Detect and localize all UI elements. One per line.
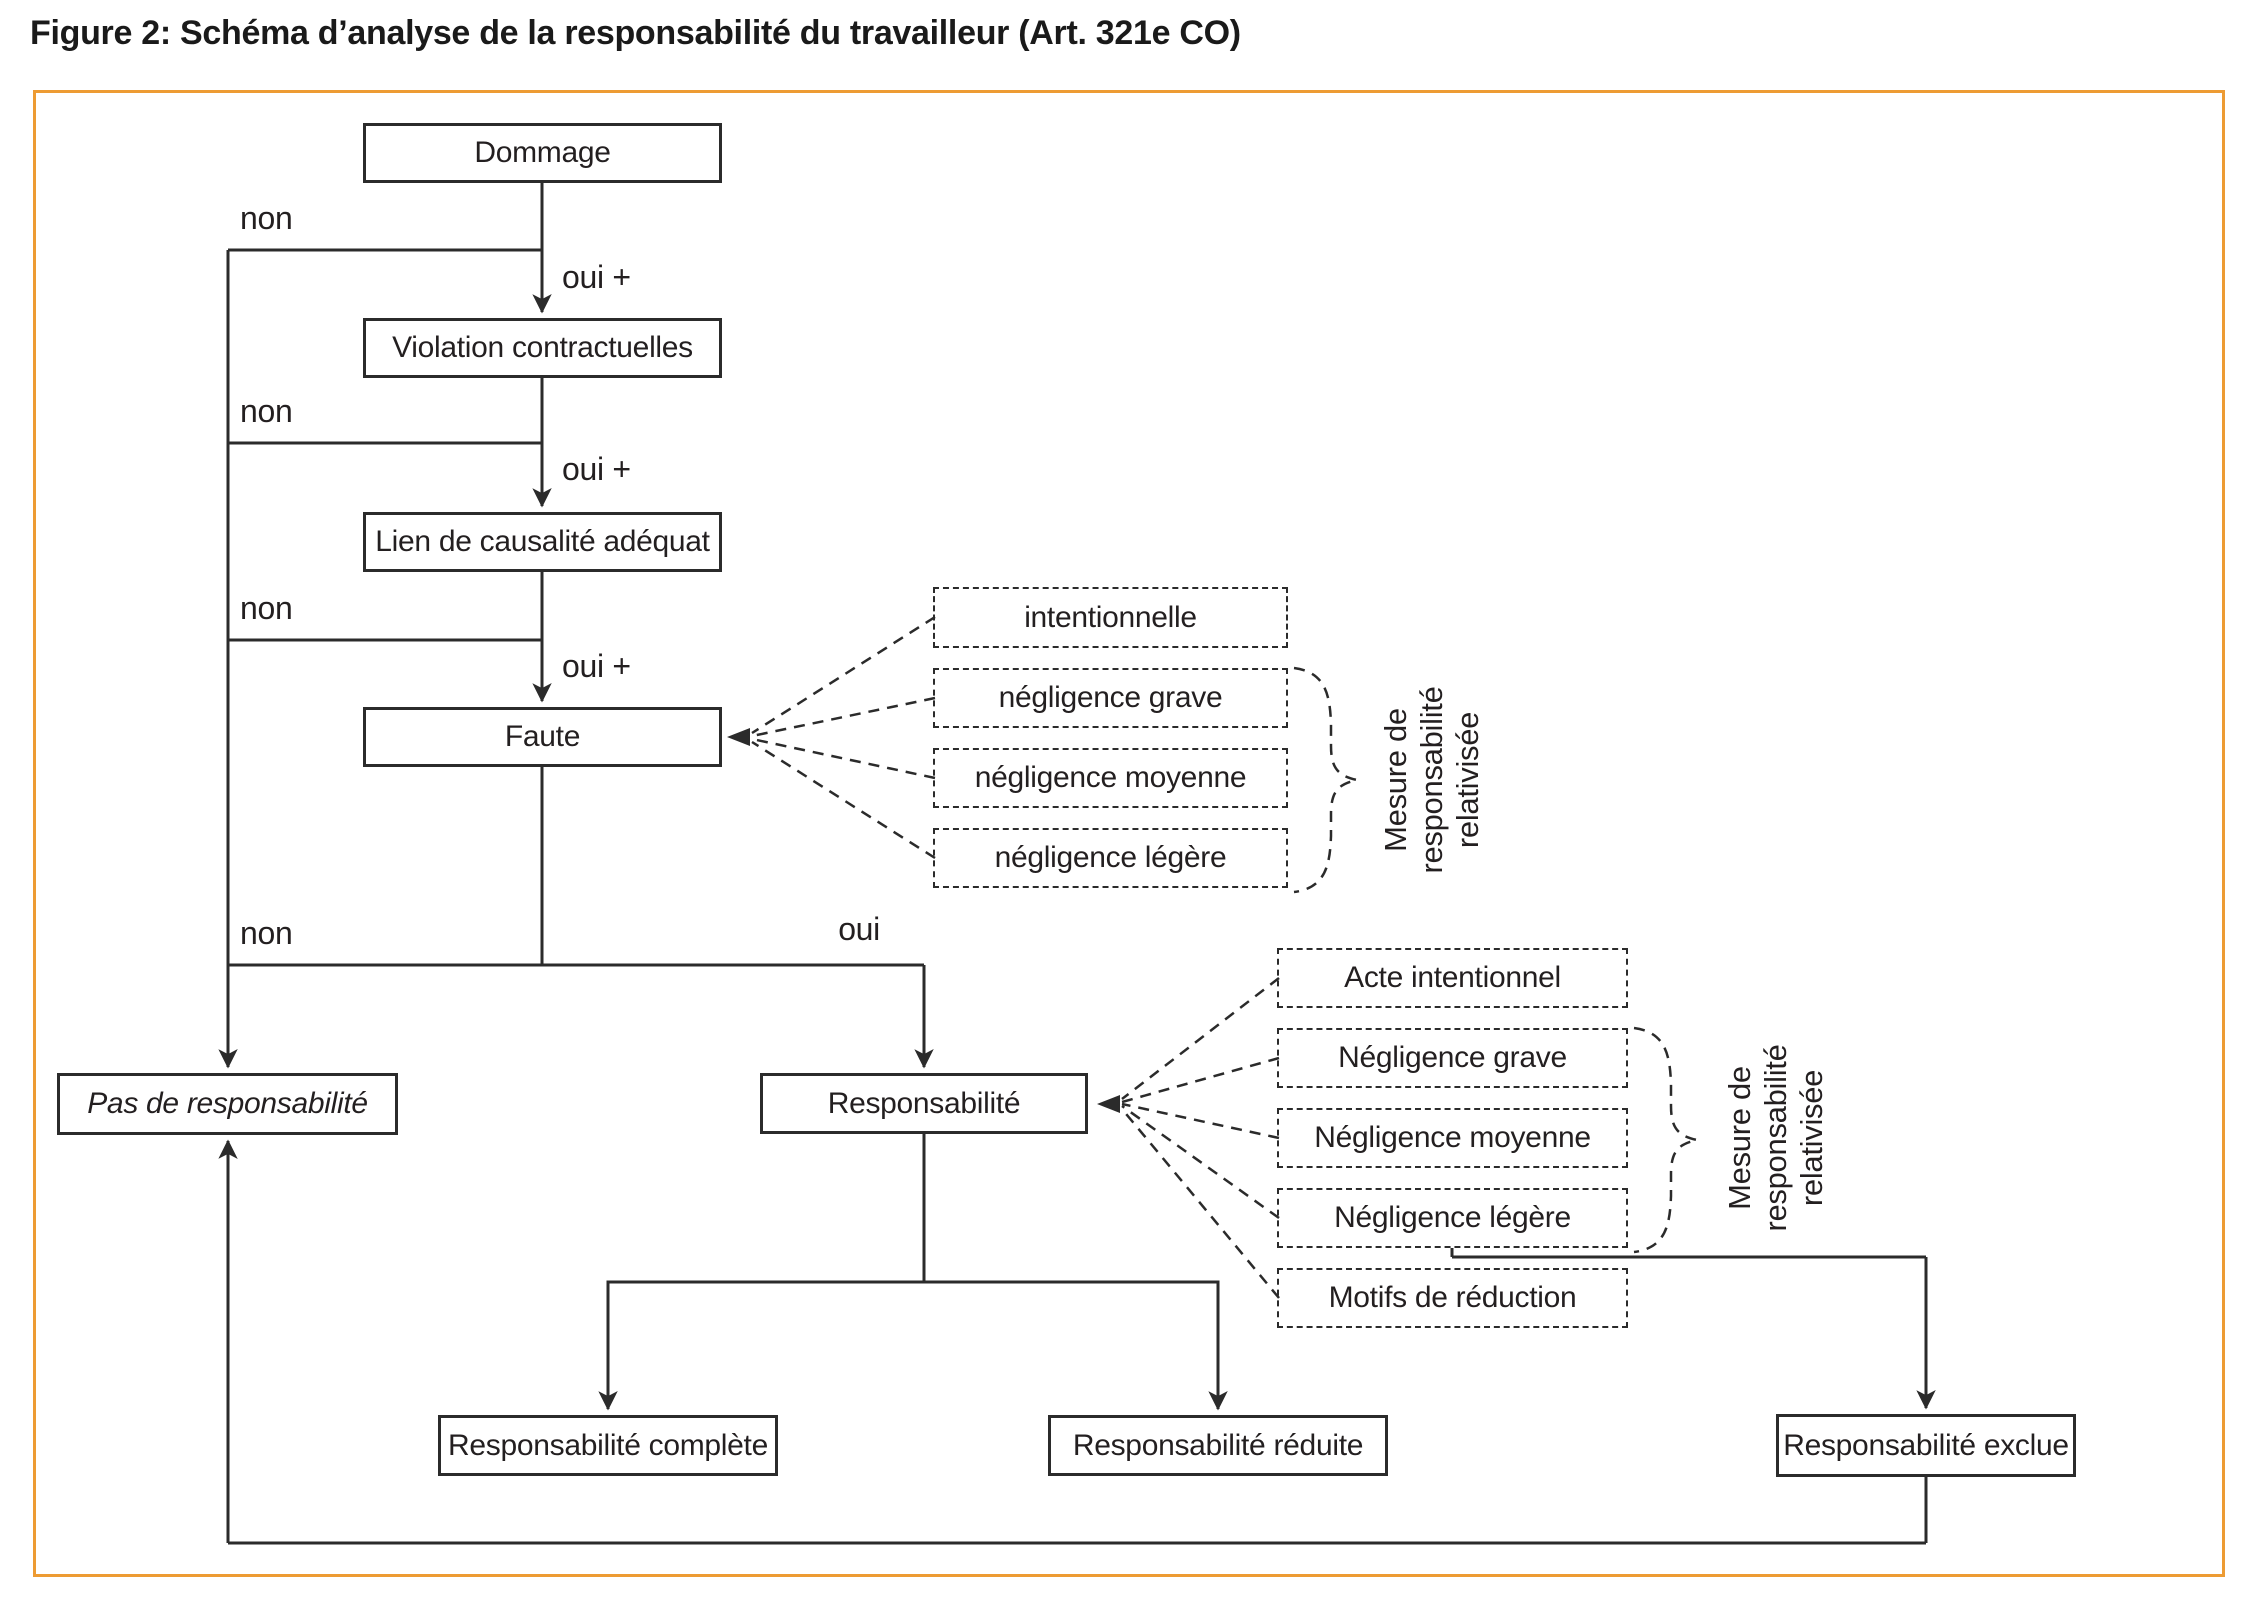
figure-title: Figure 2: Schéma d’analyse de la respons… bbox=[30, 14, 1241, 52]
label-non-1: non bbox=[240, 200, 293, 236]
node-negligence-legere: négligence légère bbox=[933, 828, 1288, 888]
node-lien-causalite: Lien de causalité adéquat bbox=[363, 512, 722, 572]
node-pas-de-responsabilite: Pas de responsabilité bbox=[57, 1073, 398, 1135]
node-acte-intentionnel: Acte intentionnel bbox=[1277, 948, 1628, 1008]
node-responsabilite-complete: Responsabilité complète bbox=[438, 1415, 778, 1476]
node-negligence-legere-2: Négligence légère bbox=[1277, 1188, 1628, 1248]
node-faute: Faute bbox=[363, 707, 722, 767]
label-oui: oui bbox=[838, 911, 880, 947]
note-mesure-responsabilite-1: Mesure de responsabilité relativisée bbox=[1378, 686, 1485, 874]
node-responsabilite-exclue: Responsabilité exclue bbox=[1776, 1414, 2076, 1477]
node-negligence-grave-2: Négligence grave bbox=[1277, 1028, 1628, 1088]
label-oui-plus-3: oui + bbox=[562, 648, 631, 684]
node-motifs-reduction: Motifs de réduction bbox=[1277, 1268, 1628, 1328]
note-mesure-responsabilite-2: Mesure de responsabilité relativisée bbox=[1722, 1044, 1829, 1232]
node-negligence-moyenne-2: Négligence moyenne bbox=[1277, 1108, 1628, 1168]
node-responsabilite-reduite: Responsabilité réduite bbox=[1048, 1415, 1388, 1476]
node-faute-intentionnelle: intentionnelle bbox=[933, 587, 1288, 648]
label-oui-plus-1: oui + bbox=[562, 259, 631, 295]
figure-border-frame bbox=[33, 90, 2225, 1577]
node-negligence-moyenne: négligence moyenne bbox=[933, 748, 1288, 808]
node-violation-contractuelles: Violation contractuelles bbox=[363, 318, 722, 378]
label-non-2: non bbox=[240, 393, 293, 429]
label-oui-plus-2: oui + bbox=[562, 451, 631, 487]
node-negligence-grave: négligence grave bbox=[933, 668, 1288, 728]
node-responsabilite: Responsabilité bbox=[760, 1073, 1088, 1134]
label-non-3: non bbox=[240, 590, 293, 626]
label-non-4: non bbox=[240, 915, 293, 951]
node-dommage: Dommage bbox=[363, 123, 722, 183]
